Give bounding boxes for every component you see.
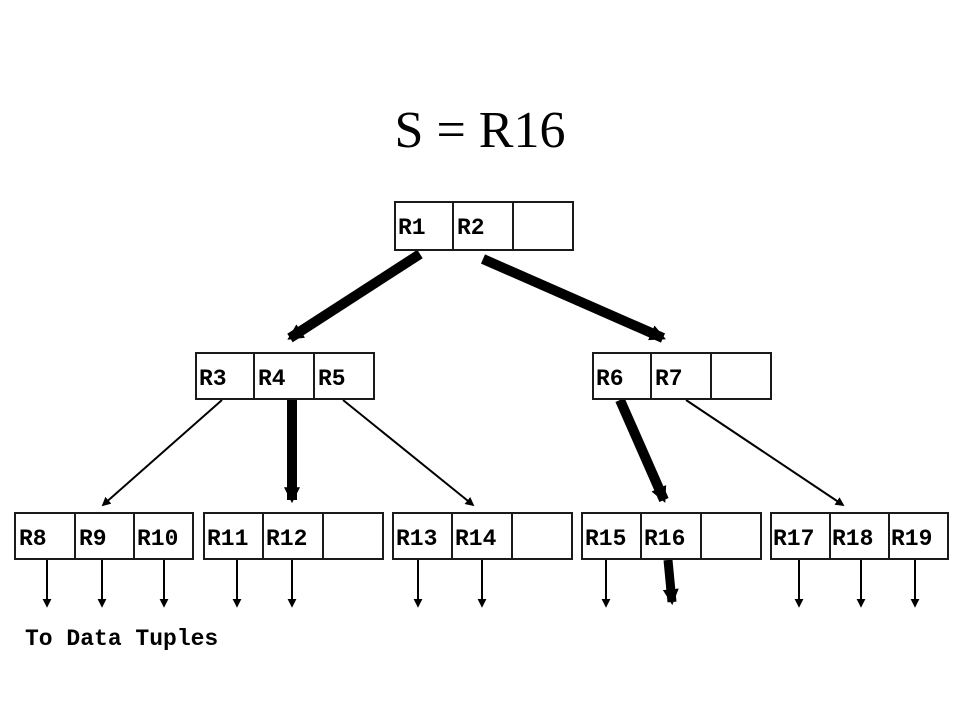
entry-label: R5 (318, 366, 346, 392)
entry-label: R1 (398, 215, 426, 241)
entry-label: R6 (596, 366, 624, 392)
leaf-1-cell-2 (74, 512, 135, 560)
node-leaf-4: R15 R16 (581, 512, 762, 560)
node-leaf-3: R13 R14 (392, 512, 573, 560)
node-right-cell-3 (710, 352, 772, 400)
entry-label: R7 (655, 366, 683, 392)
tree-edges (42, 249, 920, 608)
leaf-2-cell-1 (203, 512, 264, 560)
node-root: R1 R2 (394, 201, 574, 251)
leaf-4-cell-1 (581, 512, 642, 560)
node-root-cell-3 (512, 201, 574, 251)
node-right-cell-2 (650, 352, 712, 400)
node-right-cell-1 (592, 352, 652, 400)
entry-label: R12 (266, 526, 307, 552)
leaf-1-cell-3 (133, 512, 194, 560)
entry-label: R4 (258, 366, 286, 392)
leaf-2-cell-3 (322, 512, 384, 560)
entry-label: R15 (585, 526, 626, 552)
edge-r2-to-right (480, 254, 666, 343)
edge-r6-to-leaf-4 (615, 397, 669, 503)
node-root-cell-2 (452, 201, 514, 251)
entry-label: R16 (644, 526, 685, 552)
leaf-1-cell-1 (14, 512, 76, 560)
node-left: R3 R4 R5 (195, 352, 375, 400)
diagram-title: S = R16 (395, 102, 566, 159)
edge-r3-to-leaf-1 (101, 399, 223, 507)
entry-label: R14 (455, 526, 497, 552)
leaf-3-cell-2 (451, 512, 513, 560)
entry-label: R17 (773, 526, 814, 552)
node-leaf-2: R11 R12 (203, 512, 384, 560)
tuple-pointers (42, 559, 920, 608)
entry-label: R9 (79, 526, 107, 552)
node-left-cell-2 (253, 352, 315, 400)
entry-label: R8 (19, 526, 47, 552)
entry-label: R13 (396, 526, 437, 552)
leaf-4-cell-3 (700, 512, 762, 560)
leaf-5-cell-3 (888, 512, 949, 560)
edge-r7-to-leaf-5 (685, 399, 845, 507)
entry-label: R3 (199, 366, 227, 392)
pointer-r16 (662, 559, 679, 606)
entry-label: R10 (137, 526, 178, 552)
data-tuples-caption: To Data Tuples (25, 626, 218, 652)
node-left-cell-1 (195, 352, 255, 400)
node-root-cell-1 (394, 201, 454, 251)
node-leaf-1: R8 R9 R10 (14, 512, 194, 560)
edge-r1-to-left (287, 249, 423, 343)
edge-r5-to-leaf-3 (342, 399, 475, 507)
node-leaf-5: R17 R18 R19 (770, 512, 949, 560)
leaf-3-cell-3 (511, 512, 573, 560)
entry-label: R2 (457, 215, 485, 241)
node-right: R6 R7 (592, 352, 772, 400)
node-left-cell-3 (313, 352, 375, 400)
entry-label: R11 (207, 526, 248, 552)
entry-label: R18 (832, 526, 873, 552)
entry-label: R19 (891, 526, 932, 552)
